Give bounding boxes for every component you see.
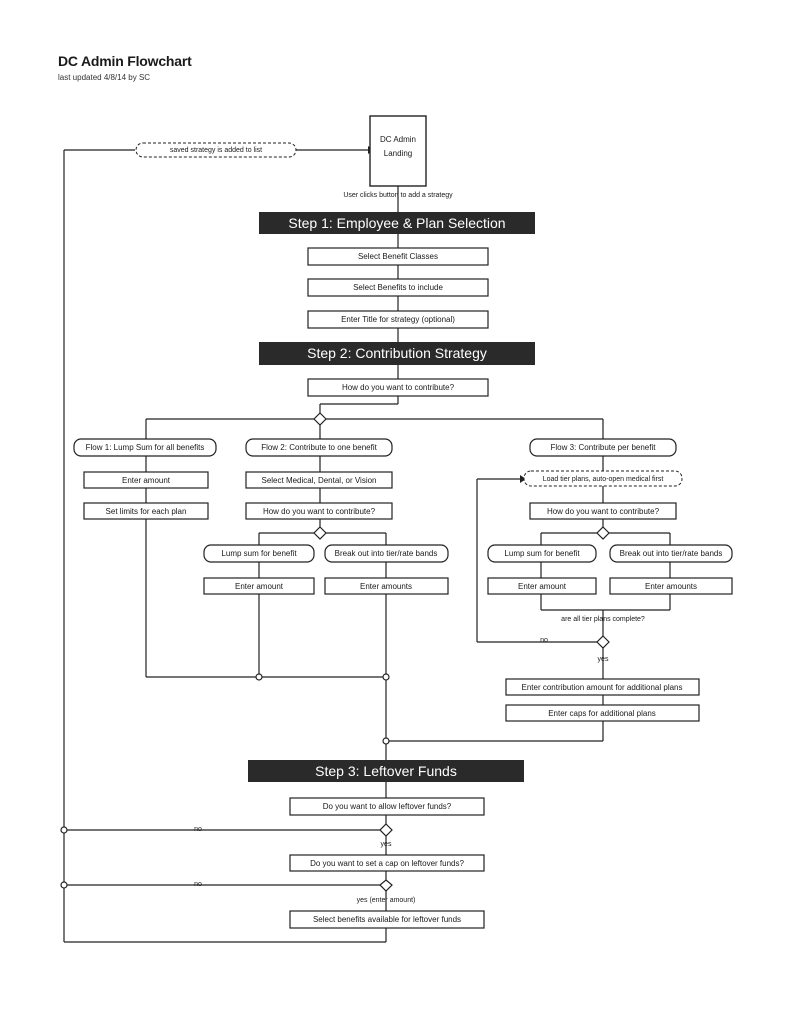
leftover-q2-label: Do you want to set a cap on leftover fun…	[310, 859, 464, 868]
flow3-break-enter-label: Enter amounts	[645, 582, 697, 591]
flow3-extra2-box: Enter caps for additional plans	[505, 704, 700, 722]
decision-diamond	[313, 412, 327, 426]
flow3-lump-box: Lump sum for benefit	[487, 544, 597, 563]
flow2-question-label: How do you want to contribute?	[263, 507, 376, 516]
select-benefits-label: Select Benefits to include	[353, 283, 443, 292]
decision-diamond	[596, 635, 610, 649]
junction-dots	[60, 673, 390, 889]
flow3-title: Flow 3: Contribute per benefit	[551, 443, 657, 452]
flow2-lump-label: Lump sum for benefit	[221, 549, 297, 558]
step2-title: Step 2: Contribution Strategy	[307, 345, 487, 361]
landing-label-line1: DC Admin	[380, 135, 416, 144]
flow3-yes-label: yes	[598, 656, 609, 663]
leftover-final-label: Select benefits available for leftover f…	[313, 915, 461, 924]
flow2-lump-enter-label: Enter amount	[235, 582, 284, 591]
flow1-enter-amount-label: Enter amount	[122, 476, 171, 485]
flow2-break-enter-label: Enter amounts	[360, 582, 412, 591]
contribute-question-label: How do you want to contribute?	[342, 383, 455, 392]
decision-diamonds	[313, 412, 610, 892]
flow2-break-box: Break out into tier/rate bands	[324, 544, 449, 563]
step2-header: Step 2: Contribution Strategy	[259, 342, 535, 365]
flow2-lump-enter-box: Enter amount	[203, 577, 315, 595]
flow1-enter-amount-box: Enter amount	[83, 471, 209, 489]
flow3-extra2-label: Enter caps for additional plans	[548, 709, 656, 718]
flow1-set-limits-label: Set limits for each plan	[106, 507, 187, 516]
flow3-break-box: Break out into tier/rate bands	[609, 544, 733, 563]
flow3-question-label: How do you want to contribute?	[547, 507, 660, 516]
flow2-select-box: Select Medical, Dental, or Vision	[245, 471, 393, 489]
decision-diamond	[379, 879, 393, 892]
flow2-break-label: Break out into tier/rate bands	[335, 549, 438, 558]
flow1-title-box: Flow 1: Lump Sum for all benefits	[73, 438, 217, 457]
flow2-question-box: How do you want to contribute?	[245, 502, 393, 520]
leftover-no2-label: no	[194, 881, 202, 888]
leftover-no1-label: no	[194, 826, 202, 833]
flow3-no-label: no	[540, 637, 548, 644]
saved-strategy-note: saved strategy is added to list	[135, 142, 297, 158]
contribute-question-box: How do you want to contribute?	[307, 378, 489, 397]
flow1-title: Flow 1: Lump Sum for all benefits	[86, 443, 205, 452]
decision-diamond	[596, 526, 610, 540]
saved-strategy-text: saved strategy is added to list	[170, 147, 262, 154]
enter-title-label: Enter Title for strategy (optional)	[341, 315, 455, 324]
enter-title-box: Enter Title for strategy (optional)	[307, 310, 489, 329]
click-note: User clicks button to add a strategy	[343, 192, 453, 199]
flow2-title-box: Flow 2: Contribute to one benefit	[245, 438, 393, 457]
leftover-q1-box: Do you want to allow leftover funds?	[289, 797, 485, 816]
flow2-select-label: Select Medical, Dental, or Vision	[261, 476, 376, 485]
connector-lines	[63, 149, 671, 943]
flow3-extra1-label: Enter contribution amount for additional…	[522, 683, 683, 692]
select-benefit-classes-label: Select Benefit Classes	[358, 252, 438, 261]
step1-header: Step 1: Employee & Plan Selection	[259, 212, 535, 234]
leftover-q2-box: Do you want to set a cap on leftover fun…	[289, 854, 485, 872]
flow2-break-enter-box: Enter amounts	[324, 577, 449, 595]
page-subtitle: last updated 4/8/14 by SC	[58, 73, 151, 82]
select-benefit-classes-box: Select Benefit Classes	[307, 247, 489, 266]
decision-diamond	[313, 526, 327, 540]
flow3-load-label: Load tier plans, auto-open medical first	[543, 476, 664, 483]
leftover-final-box: Select benefits available for leftover f…	[289, 910, 485, 929]
flow3-extra1-box: Enter contribution amount for additional…	[505, 678, 700, 696]
flow3-lump-enter-label: Enter amount	[518, 582, 567, 591]
leftover-yes1-label: yes	[381, 841, 392, 848]
landing-box: DC Admin Landing	[369, 115, 427, 187]
step1-title: Step 1: Employee & Plan Selection	[288, 215, 505, 231]
flow2-title: Flow 2: Contribute to one benefit	[261, 443, 377, 452]
step3-title: Step 3: Leftover Funds	[315, 763, 457, 779]
flow2-lump-box: Lump sum for benefit	[203, 544, 315, 563]
flow3-break-label: Break out into tier/rate bands	[620, 549, 723, 558]
step3-header: Step 3: Leftover Funds	[248, 760, 524, 782]
select-benefits-box: Select Benefits to include	[307, 278, 489, 297]
flow3-load-note: Load tier plans, auto-open medical first	[523, 470, 683, 487]
leftover-yes2-label: yes (enter amount)	[357, 897, 416, 904]
flow3-lump-label: Lump sum for benefit	[504, 549, 580, 558]
decision-diamond	[379, 823, 393, 837]
flow3-question-box: How do you want to contribute?	[529, 502, 677, 520]
landing-label-line2: Landing	[384, 149, 412, 158]
flow3-lump-enter-box: Enter amount	[487, 577, 597, 595]
page-title: DC Admin Flowchart	[58, 53, 192, 69]
flow3-title-box: Flow 3: Contribute per benefit	[529, 438, 677, 457]
flow1-set-limits-box: Set limits for each plan	[83, 502, 209, 520]
flow3-complete-question: are all tier plans complete?	[561, 616, 645, 623]
flow3-break-enter-box: Enter amounts	[609, 577, 733, 595]
leftover-q1-label: Do you want to allow leftover funds?	[323, 802, 452, 811]
